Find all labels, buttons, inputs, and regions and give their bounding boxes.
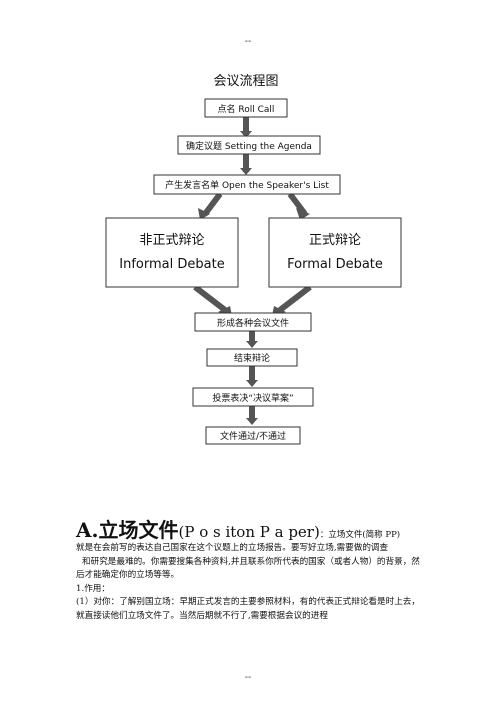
step-box-pass: [205, 426, 301, 445]
step-formal-debate-en: Formal Debate: [287, 257, 383, 272]
step-end-debate: 结束辩论: [234, 352, 270, 364]
step-box-documents: [194, 312, 312, 332]
step-box-formal-debate: [268, 217, 402, 288]
page-mark-top: --: [244, 36, 252, 47]
step-informal-debate-cn: 非正式辩论: [139, 233, 204, 248]
page-mark-bottom: --: [244, 672, 252, 683]
body-text: 就是在会前写的表达自己国家在这个议题上的立场报告。要写好立场,需要做的调查 和研…: [76, 542, 422, 623]
heading-prefix: A.: [76, 518, 99, 542]
paragraph-3: 1.作用：: [76, 583, 110, 594]
section-heading: A.立场文件(P o s iton P a per)：立场文件(简称 PP): [76, 514, 436, 543]
step-speakers-list: 产生发言名单 Open the Speaker's List: [165, 179, 329, 191]
step-box-speakers-list: [153, 174, 341, 195]
step-pass: 文件通过/不通过: [220, 430, 286, 442]
flowchart-title: 会议流程图: [213, 74, 278, 89]
step-vote: 投票表决“决议草案”: [212, 392, 293, 404]
step-box-end-debate: [206, 348, 298, 367]
heading-title-en: (P o s iton P a per): [178, 523, 320, 541]
flowchart: 会议流程图 点名 Roll Call 确定议题 Setting the Agen…: [105, 74, 402, 445]
heading-lead: ：立场文件(简称 PP): [319, 530, 401, 540]
step-documents: 形成各种会议文件: [217, 317, 289, 329]
step-informal-debate-en: Informal Debate: [119, 257, 224, 272]
step-box-agenda: [177, 135, 321, 155]
step-roll-call: 点名 Roll Call: [218, 103, 275, 115]
step-agenda: 确定议题 Setting the Agenda: [186, 140, 312, 152]
paragraph-4: (1）对你：了解别国立场：早期正式发言的主要参照材料，有的代表正式辩论看是时上去…: [76, 597, 420, 621]
step-box-informal-debate: [105, 217, 239, 288]
step-box-vote: [192, 387, 314, 407]
step-box-roll-call: [204, 98, 288, 118]
paragraph-1: 就是在会前写的表达自己国家在这个议题上的立场报告。要写好立场,需要做的调查: [76, 543, 389, 553]
heading-title-cn: 立场文件: [98, 518, 179, 542]
paragraph-2: 和研究是最难的。你需要搜集各种资料,并且联系你所代表的国家（或者人物）的背景，然…: [76, 556, 420, 581]
step-formal-debate-cn: 正式辩论: [309, 233, 361, 248]
